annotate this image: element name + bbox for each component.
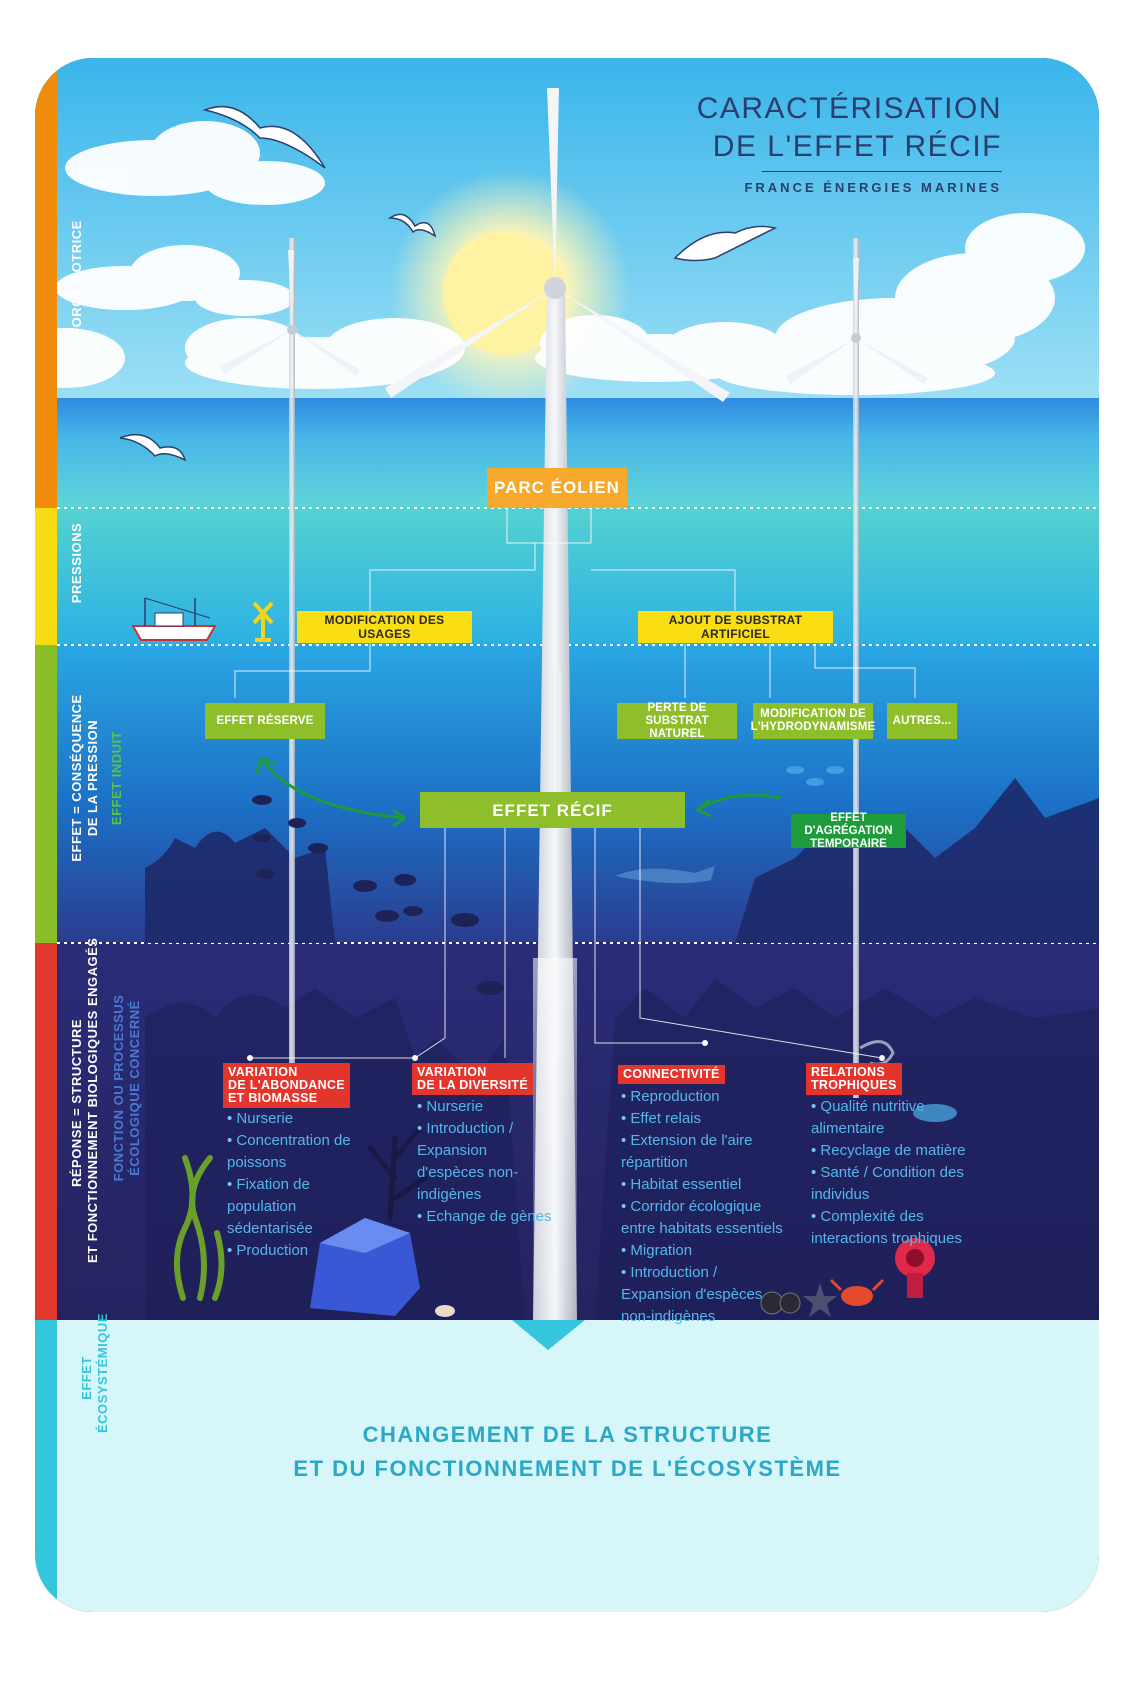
- list-item: Production: [227, 1240, 377, 1262]
- response-list-connectivite: Reproduction Effet relais Extension de l…: [621, 1086, 791, 1328]
- effet-reserve-box: EFFET RÉSERVE: [205, 703, 325, 739]
- infographic-card: CARACTÉRISATION DE L'EFFET RÉCIF FRANCE …: [35, 58, 1099, 1612]
- list-item: Echange de gènes: [417, 1206, 552, 1228]
- band-label-effet-induit: EFFET INDUIT: [109, 730, 124, 826]
- list-item: Qualité nutritive alimentaire: [811, 1096, 996, 1140]
- response-title-abondance: VARIATION DE L'ABONDANCE ET BIOMASSE: [223, 1063, 350, 1108]
- band-label-force-motrice: FORCE MOTRICE: [69, 220, 84, 336]
- perte-substrat-box: PERTE DE SUBSTRAT NATUREL: [617, 702, 737, 740]
- response-title-trophiques: RELATIONS TROPHIQUES: [806, 1063, 902, 1095]
- chevron-down-icon: [512, 1320, 585, 1350]
- effet-recif-box: EFFET RÉCIF: [420, 792, 685, 828]
- band-label-fonction: FONCTION OU PROCESSUS ÉCOLOGIQUE CONCERN…: [111, 994, 142, 1182]
- modification-hydrodynamisme-box: MODIFICATION DE L'HYDRODYNAMISME: [751, 703, 875, 739]
- list-item: Nurserie: [417, 1096, 552, 1118]
- band-bar-force-motrice: [35, 58, 57, 508]
- fish-icon: [252, 795, 504, 995]
- shell-icon: [435, 1305, 455, 1317]
- band-bar-effet: [35, 645, 57, 943]
- starfish-icon: [803, 1283, 837, 1317]
- parc-eolien-box: PARC ÉOLIEN: [487, 468, 627, 508]
- band-bar-reponse: [35, 943, 57, 1320]
- conclusion-line-1: CHANGEMENT DE LA STRUCTURE: [362, 1422, 773, 1447]
- band-bar-pressions: [35, 508, 57, 645]
- list-item: Corridor écologique entre habitats essen…: [621, 1196, 791, 1240]
- list-item: Reproduction: [621, 1086, 791, 1108]
- seaweed-icon: [173, 1155, 225, 1301]
- connector-dots: [247, 1040, 885, 1061]
- band-label-reponse: RÉPONSE = STRUCTURE ET FONCTIONNEMENT BI…: [69, 937, 100, 1263]
- list-item: Extension de l'aire répartition: [621, 1130, 791, 1174]
- buoy-icon: [252, 601, 274, 642]
- title-line-1: CARACTÉRISATION: [696, 92, 1002, 125]
- seagull-icon: [119, 105, 778, 462]
- ajout-substrat-box: AJOUT DE SUBSTRAT ARTIFICIEL: [638, 611, 833, 643]
- effet-agregation-box: EFFET D'AGRÉGATION TEMPORAIRE: [791, 812, 906, 850]
- clouds: [35, 121, 1085, 395]
- conclusion-line-2: ET DU FONCTIONNEMENT DE L'ÉCOSYSTÈME: [293, 1456, 842, 1481]
- list-item: Concentration de poissons: [227, 1130, 377, 1174]
- list-item: Introduction / Expansion d'espèces non-i…: [417, 1118, 552, 1206]
- illustration-scene: [35, 58, 1099, 1612]
- title-line-2: DE L'EFFET RÉCIF: [712, 130, 1002, 163]
- list-item: Nurserie: [227, 1108, 377, 1130]
- band-bar-ecosystemique: [35, 1320, 57, 1612]
- crab-icon: [829, 1278, 885, 1306]
- coral-icon: [367, 1125, 428, 1221]
- page-title: CARACTÉRISATION DE L'EFFET RÉCIF: [697, 90, 1002, 166]
- list-item: Recyclage de matière: [811, 1140, 996, 1162]
- list-item: Complexité des interactions trophiques: [811, 1206, 996, 1250]
- response-list-diversite: Nurserie Introduction / Expansion d'espè…: [417, 1096, 552, 1228]
- list-item: Habitat essentiel: [621, 1174, 791, 1196]
- list-item: Introduction / Expansion d'espèces non-i…: [621, 1262, 791, 1328]
- band-label-effet: EFFET = CONSÉQUENCE DE LA PRESSION: [69, 694, 100, 862]
- title-divider: [762, 171, 1002, 172]
- conclusion-text: CHANGEMENT DE LA STRUCTURE ET DU FONCTIO…: [50, 1418, 1085, 1486]
- modification-usages-box: MODIFICATION DES USAGES: [297, 611, 472, 643]
- band-label-ecosystemique: EFFET ÉCOSYSTÉMIQUE: [79, 1313, 110, 1433]
- arrow-icon: [255, 756, 781, 828]
- response-title-diversite: VARIATION DE LA DIVERSITÉ: [412, 1063, 533, 1095]
- wind-turbine-icon: [220, 238, 360, 1098]
- band-label-pressions: PRESSIONS: [69, 522, 84, 604]
- list-item: Santé / Condition des individus: [811, 1162, 996, 1206]
- list-item: Effet relais: [621, 1108, 791, 1130]
- list-item: Fixation de population sédentarisée: [227, 1174, 377, 1240]
- connector-lines: [234, 508, 916, 1059]
- autres-box: AUTRES...: [887, 703, 957, 739]
- response-list-abondance: Nurserie Concentration de poissons Fixat…: [227, 1108, 377, 1262]
- reef-silhouettes: [145, 778, 1099, 943]
- response-title-connectivite: CONNECTIVITÉ: [618, 1065, 725, 1084]
- fishing-boat-icon: [131, 597, 217, 641]
- organisation-name: FRANCE ÉNERGIES MARINES: [744, 180, 1002, 195]
- list-item: Migration: [621, 1240, 791, 1262]
- response-list-trophiques: Qualité nutritive alimentaire Recyclage …: [811, 1096, 996, 1250]
